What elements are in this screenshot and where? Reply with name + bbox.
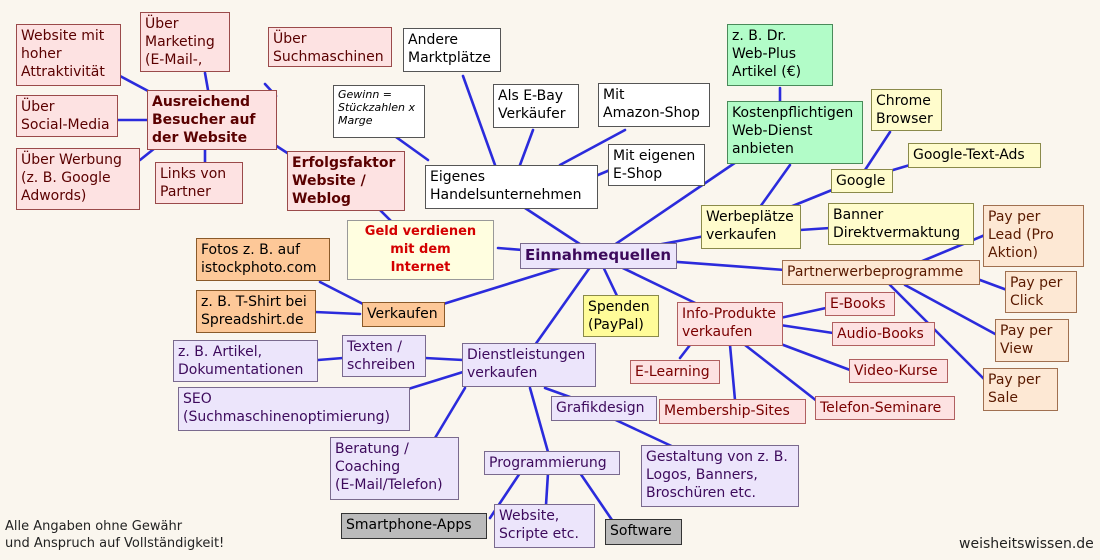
node-programmierung[interactable]: Programmierung [484,451,620,475]
edge [743,343,824,407]
site-credit: weisheitswissen.de [959,536,1094,552]
edge [423,356,465,362]
node-google[interactable]: Google [831,169,893,193]
edge [318,280,367,307]
node-grafik[interactable]: Grafikdesign [551,396,657,421]
node-video[interactable]: Video-Kurse [849,359,948,383]
node-software[interactable]: Software [605,519,682,545]
node-seo[interactable]: SEO (Suchmaschinenoptimierung) [178,387,410,431]
node-gestaltung[interactable]: Gestaltung von z. B. Logos, Banners, Bro… [641,445,799,507]
edge [778,323,835,335]
edge [203,71,210,92]
node-ebooks[interactable]: E-Books [825,292,895,316]
edge [316,356,345,362]
edge [918,233,987,264]
node-tshirt[interactable]: z. B. T-Shirt bei Spreadshirt.de [196,290,316,333]
node-handel[interactable]: Eigenes Handelsunternehmen [425,165,598,209]
edge [528,254,600,354]
edge [863,130,892,172]
node-erfolg[interactable]: Erfolgsfaktor Website / Weblog [287,151,405,211]
edge [788,188,834,209]
node-fotos[interactable]: Fotos z. B. auf istockphoto.com [196,238,330,281]
disclaimer-text: Alle Angaben ohne Gewähr und Anspruch au… [5,519,225,551]
node-geld[interactable]: Geld verdienen mit dem Internet [347,220,494,280]
central-node[interactable]: Einnahmequellen [520,243,677,269]
edge [118,74,152,94]
node-links[interactable]: Links von Partner [155,162,243,204]
edge [558,128,627,167]
node-pay-sale[interactable]: Pay per Sale [983,368,1058,411]
node-dienst[interactable]: Dienstleistungen verkaufen [462,343,596,387]
node-telefon-sem[interactable]: Telefon-Seminare [815,396,955,420]
edge [728,343,737,402]
edge [461,74,497,167]
node-ebay[interactable]: Als E-Bay Verkäufer [493,84,579,128]
node-werbeplaetze[interactable]: Werbeplätze verkaufen [701,205,801,249]
edge [543,386,572,399]
node-texten[interactable]: Texten / schreiben [342,335,426,377]
edge [518,128,535,167]
node-marketing[interactable]: Über Marketing (E-Mail-, Artikel) [140,12,230,72]
edge [888,283,987,382]
edge [433,386,467,440]
node-besucher[interactable]: Ausreichend Besucher auf der Website [147,90,277,150]
node-amazon[interactable]: Mit Amazon-Shop [598,83,710,127]
edge [528,386,550,454]
node-eshop[interactable]: Mit eigenen E-Shop [608,144,705,186]
node-verkaufen[interactable]: Verkaufen [362,302,445,327]
node-pay-lead[interactable]: Pay per Lead (Pro Aktion) [983,205,1084,267]
node-suchmaschinen[interactable]: Über Suchmaschinen [268,27,392,67]
node-partner[interactable]: Partnerwerbeprogramme [782,260,980,285]
node-andere-markt[interactable]: Andere Marktplätze [403,28,501,72]
node-website-attraktiv[interactable]: Website mit hoher Attraktivität [16,24,121,86]
edge [578,471,614,522]
node-social[interactable]: Über Social-Media [16,95,118,137]
node-membership[interactable]: Membership-Sites [659,399,806,424]
node-info[interactable]: Info-Produkte verkaufen [677,302,783,346]
node-kostenpflicht[interactable]: Kostenpflichtigen Web-Dienst anbieten [727,101,863,164]
edge [678,343,692,360]
node-pay-view[interactable]: Pay per View [995,319,1069,362]
node-banner[interactable]: Banner Direktvermaktung [828,203,974,245]
node-audio[interactable]: Audio-Books [832,322,935,346]
edge [768,338,852,372]
node-elearning[interactable]: E-Learning [630,360,720,384]
node-smartphone[interactable]: Smartphone-Apps [341,513,487,539]
node-werbung[interactable]: Über Werbung (z. B. Google Adwords) [16,148,140,210]
edge [891,163,912,172]
edge [596,154,747,258]
node-spenden[interactable]: Spenden (PayPal) [583,295,659,337]
node-beratung[interactable]: Beratung / Coaching (E-Mail/Telefon) [330,437,459,500]
node-pay-click[interactable]: Pay per Click [1005,271,1077,313]
edge [138,146,157,162]
node-google-text[interactable]: Google-Text-Ads [908,143,1041,168]
edge [778,306,828,320]
node-chrome[interactable]: Chrome Browser [871,89,942,131]
edge [903,283,999,337]
node-dr-web[interactable]: z. B. Dr. Web-Plus Artikel (€) [727,24,833,86]
edge [403,370,465,392]
node-website-script[interactable]: Website, Scripte etc. [494,504,595,548]
node-artikel-doku[interactable]: z. B. Artikel, Dokumentationen [173,340,318,382]
node-gewinn[interactable]: Gewinn = Stückzahlen x Marge [333,85,425,138]
edge [978,278,1009,292]
edge [544,471,550,507]
edge [798,226,832,232]
edge [758,163,792,209]
edge [313,310,362,316]
